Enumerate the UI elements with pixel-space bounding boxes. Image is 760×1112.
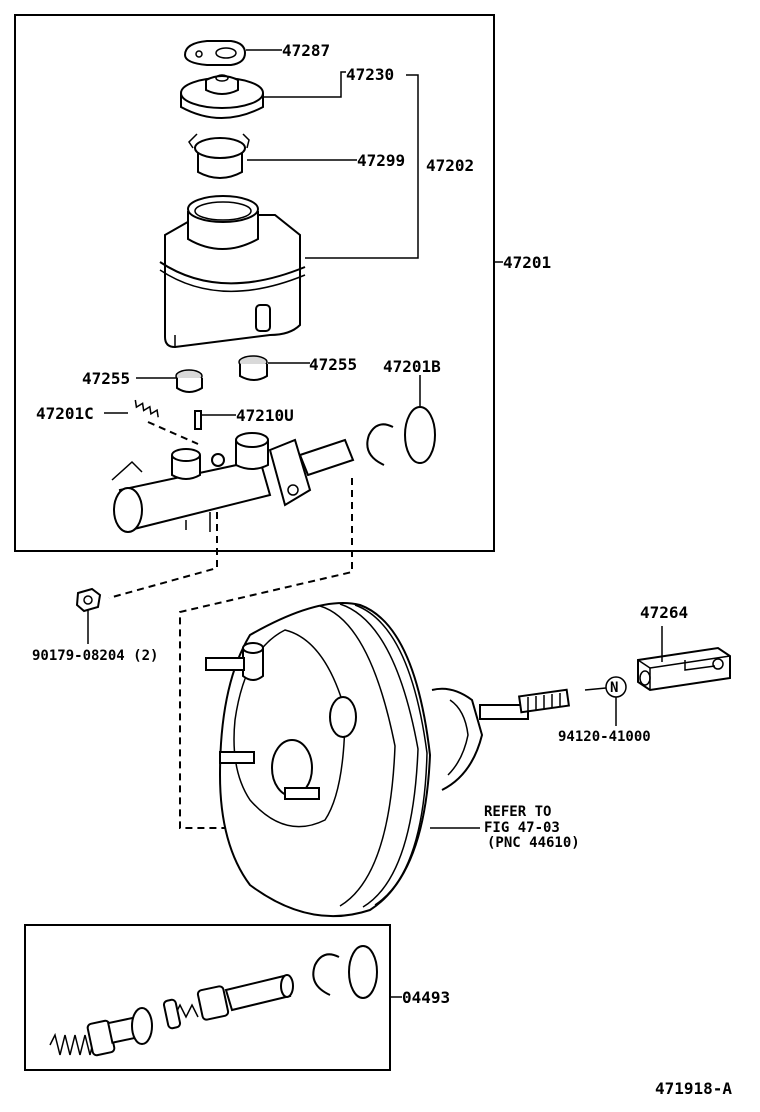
label-47230: 47230 <box>346 65 394 84</box>
label-47210u: 47210U <box>236 406 294 425</box>
part-snap-ring <box>366 423 394 466</box>
part-47255-grommet-left <box>175 369 203 393</box>
brake-booster <box>205 602 571 918</box>
nut-leader <box>584 687 607 691</box>
label-47264: 47264 <box>640 603 688 622</box>
leader-47202 <box>305 74 419 259</box>
label-refer-line2: FIG 47-03 <box>484 820 560 836</box>
part-47287-plate <box>183 40 247 66</box>
figure-id: 471918-A <box>655 1079 732 1098</box>
part-47230-cap <box>180 74 264 119</box>
master-cylinder-body <box>111 432 355 533</box>
part-47255-grommet-right <box>238 355 268 381</box>
label-47255-left: 47255 <box>82 369 130 388</box>
label-47202: 47202 <box>426 156 474 175</box>
label-94120: 94120-41000 <box>558 729 651 745</box>
part-90179-bolt <box>75 587 102 613</box>
master-cylinder-assembly-box <box>14 14 495 552</box>
label-47201b: 47201B <box>383 357 441 376</box>
label-refer-line3: (PNC 44610) <box>487 835 580 851</box>
label-47201c: 47201C <box>36 404 94 423</box>
dash-booster-outline <box>179 478 353 829</box>
part-47210u-pin <box>194 410 202 430</box>
dash-left-bolt-guide <box>108 512 218 599</box>
dash-pin-guide <box>147 421 199 445</box>
label-47255-right: 47255 <box>309 355 357 374</box>
label-04493: 04493 <box>402 988 450 1007</box>
label-refer-line1: REFER TO <box>484 804 551 820</box>
label-47299: 47299 <box>357 151 405 170</box>
leader-47230 <box>263 71 346 98</box>
part-47201c-spring <box>134 399 159 418</box>
label-47287: 47287 <box>282 41 330 60</box>
nut-symbol-letter: N <box>610 680 618 696</box>
part-47299-strainer <box>188 133 250 179</box>
label-90179: 90179-08204 (2) <box>32 648 158 664</box>
part-47264-clevis <box>637 646 731 692</box>
part-47201b-o-ring <box>404 406 436 464</box>
brake-fluid-reservoir <box>159 195 306 349</box>
repair-kit-parts <box>49 945 378 1057</box>
label-47201: 47201 <box>503 253 551 272</box>
